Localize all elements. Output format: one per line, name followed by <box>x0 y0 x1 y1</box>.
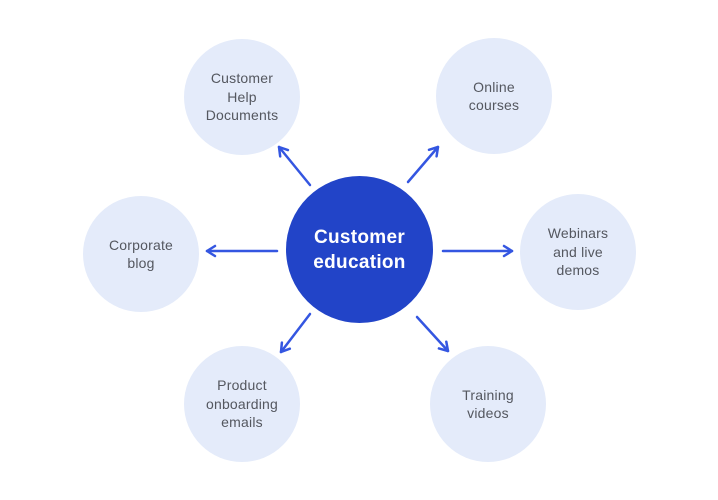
node-customer-education-center: Customer education <box>286 176 433 323</box>
arrow-to-online-courses <box>406 145 440 184</box>
center-node-label: Customer education <box>313 226 406 273</box>
node-training-videos: Training videos <box>430 346 546 462</box>
node-label: Online courses <box>468 78 520 114</box>
node-online-courses: Online courses <box>436 38 552 154</box>
node-customer-help-documents: Customer Help Documents <box>184 39 300 155</box>
node-label: Webinars and live demos <box>547 225 609 279</box>
node-webinars-and-live-demos: Webinars and live demos <box>520 194 636 310</box>
arrow-to-customer-help-documents <box>277 145 312 187</box>
node-label: Corporate blog <box>108 236 174 272</box>
arrow-to-product-onboarding-emails <box>279 312 312 354</box>
arrow-to-training-videos <box>415 315 450 353</box>
node-label: Product onboarding emails <box>205 377 279 431</box>
node-label: Training videos <box>462 386 514 422</box>
node-product-onboarding-emails: Product onboarding emails <box>184 346 300 462</box>
node-label: Customer Help Documents <box>205 70 279 124</box>
node-corporate-blog: Corporate blog <box>83 196 199 312</box>
